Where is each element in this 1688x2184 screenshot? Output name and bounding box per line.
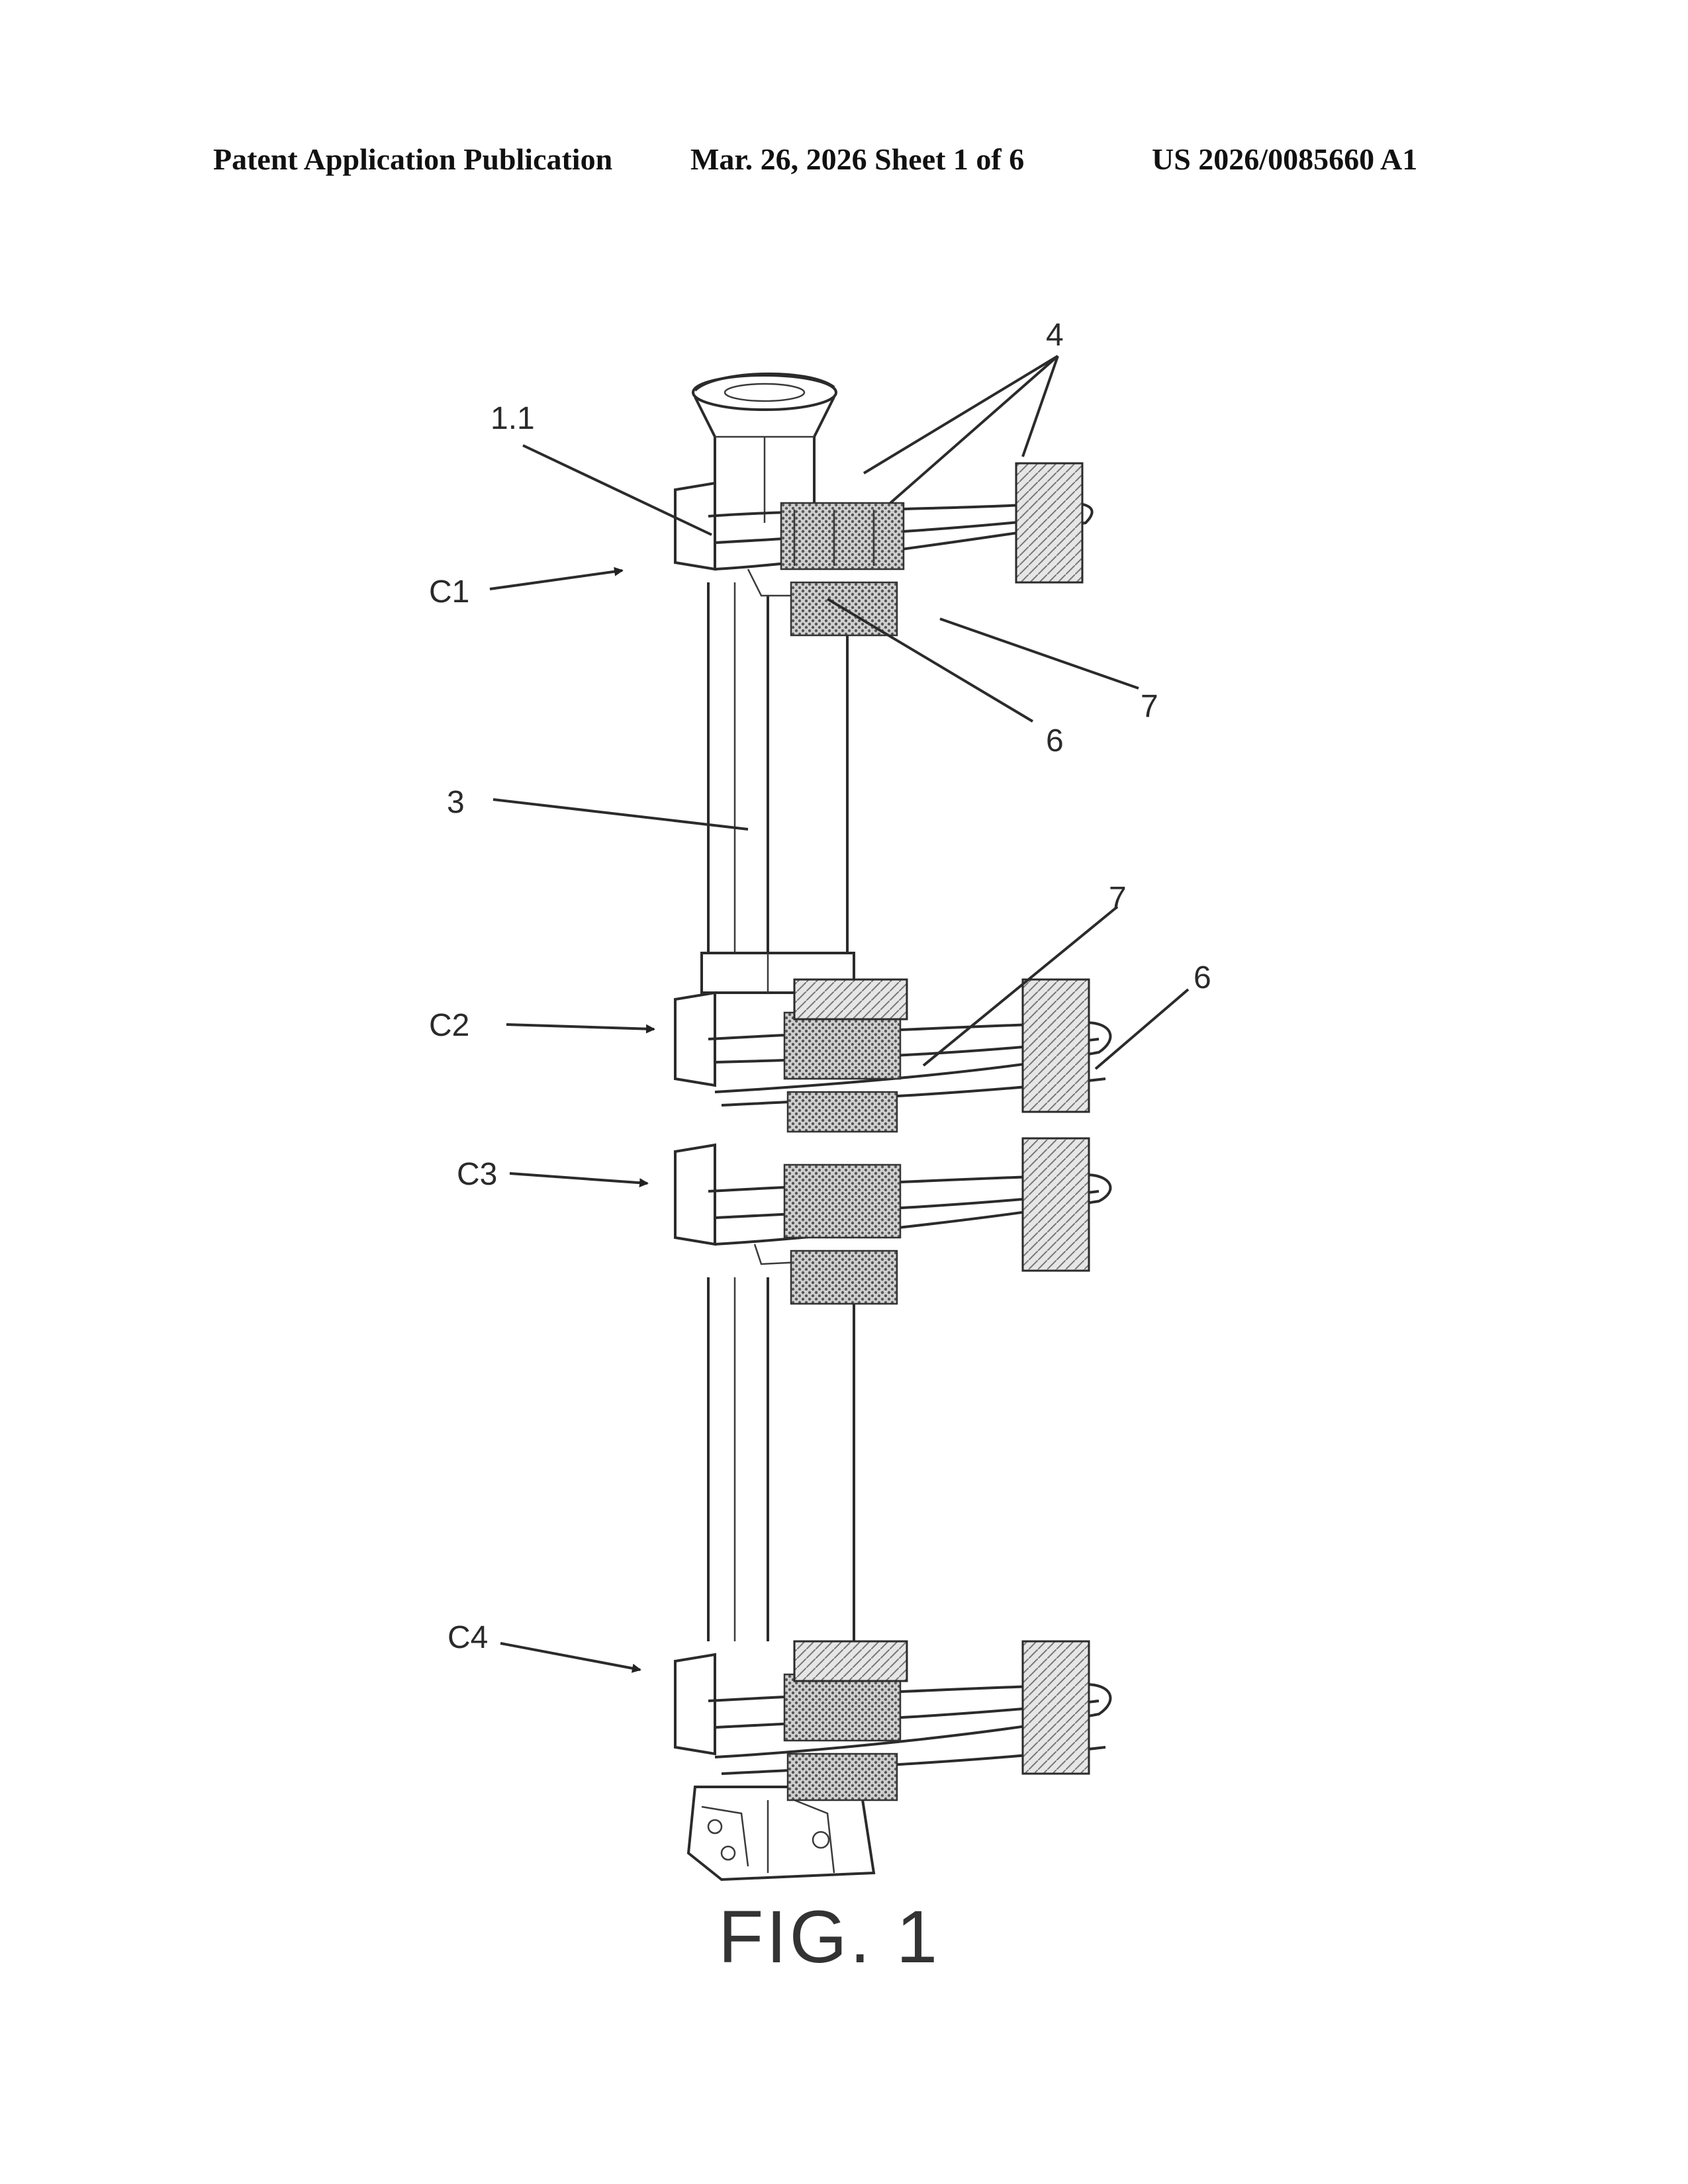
clamp-c1 [675,463,1092,635]
ref-label-c1: C1 [429,574,469,610]
clamp-c4 [675,1641,1110,1800]
ref-label-6-top: 6 [1046,723,1064,758]
clamp-c2 [675,979,1110,1132]
ref-label-7-mid: 7 [1109,881,1127,916]
ref-label-7-top: 7 [1141,689,1158,724]
ref-label-c4: C4 [447,1620,488,1655]
ref-label-1-1: 1.1 [491,401,535,436]
ref-label-4: 4 [1046,318,1064,353]
figure-caption: FIG. 1 [718,1895,940,1978]
ref-label-6-mid: 6 [1194,960,1211,995]
ref-label-3: 3 [447,785,465,820]
ref-label-c3: C3 [457,1157,497,1192]
ref-label-c2: C2 [429,1008,469,1043]
clamp-c3 [675,1138,1110,1304]
